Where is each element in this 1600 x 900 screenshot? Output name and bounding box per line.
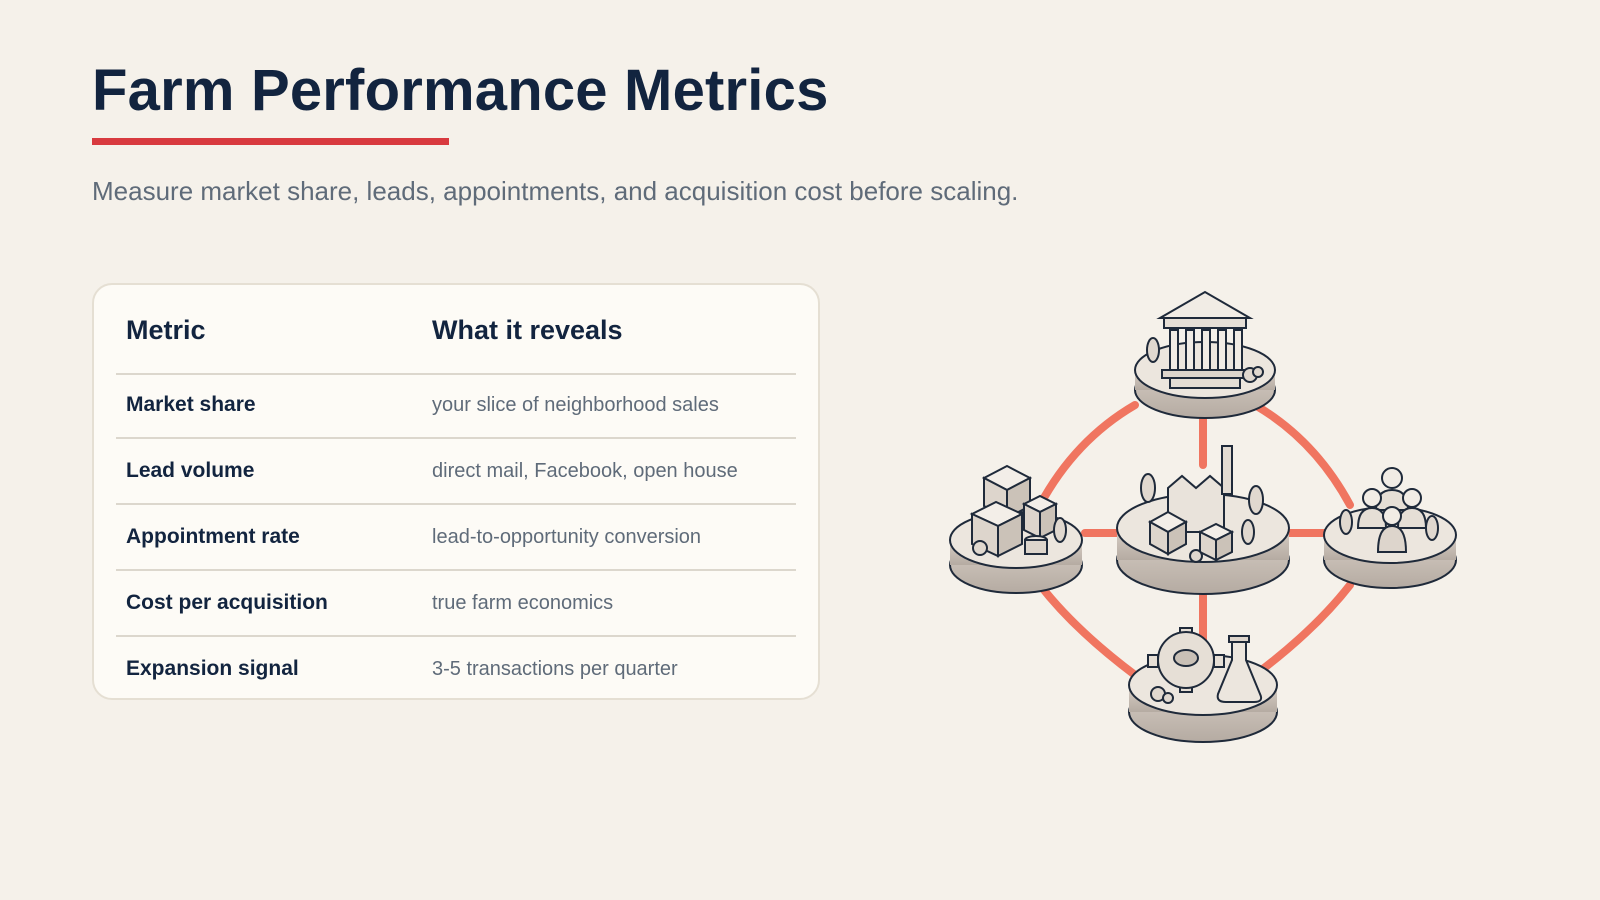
- metric-cell: Market share: [126, 393, 256, 416]
- metric-cell: Lead volume: [126, 459, 255, 482]
- warehouse-boxes-icon: [949, 464, 1083, 594]
- metrics-table: Metric What it reveals Market share your…: [92, 283, 820, 700]
- reveals-cell: your slice of neighborhood sales: [432, 394, 719, 416]
- network-illustration: [949, 290, 1457, 743]
- column-header-reveals: What it reveals: [432, 315, 623, 345]
- table-row: Market share your slice of neighborhood …: [116, 373, 796, 439]
- metric-cell: Expansion signal: [126, 657, 299, 680]
- table-row: Lead volume direct mail, Facebook, open …: [116, 439, 796, 505]
- table-body: Market share your slice of neighborhood …: [116, 373, 796, 701]
- government-building-icon: [1134, 290, 1276, 419]
- reveals-cell: lead-to-opportunity conversion: [432, 526, 702, 548]
- reveals-cell: true farm economics: [432, 592, 614, 614]
- page-title: Farm Performance Metrics: [92, 58, 829, 123]
- column-header-metric: Metric: [126, 315, 206, 345]
- reveals-cell: direct mail, Facebook, open house: [432, 460, 738, 482]
- page-subtitle: Measure market share, leads, appointment…: [92, 176, 1019, 206]
- factory-city-icon: [1116, 445, 1290, 595]
- table-row: Cost per acquisition true farm economics: [116, 571, 796, 637]
- metric-cell: Appointment rate: [126, 525, 300, 548]
- table-row: Appointment rate lead-to-opportunity con…: [116, 505, 796, 571]
- gear-flask-icon: [1128, 627, 1278, 743]
- people-group-icon: [1323, 467, 1457, 589]
- reveals-cell: 3-5 transactions per quarter: [432, 658, 678, 680]
- table-header: Metric What it reveals: [116, 285, 796, 375]
- metric-cell: Cost per acquisition: [126, 591, 328, 614]
- table-row: Expansion signal 3-5 transactions per qu…: [116, 637, 796, 701]
- title-underline: [92, 138, 449, 145]
